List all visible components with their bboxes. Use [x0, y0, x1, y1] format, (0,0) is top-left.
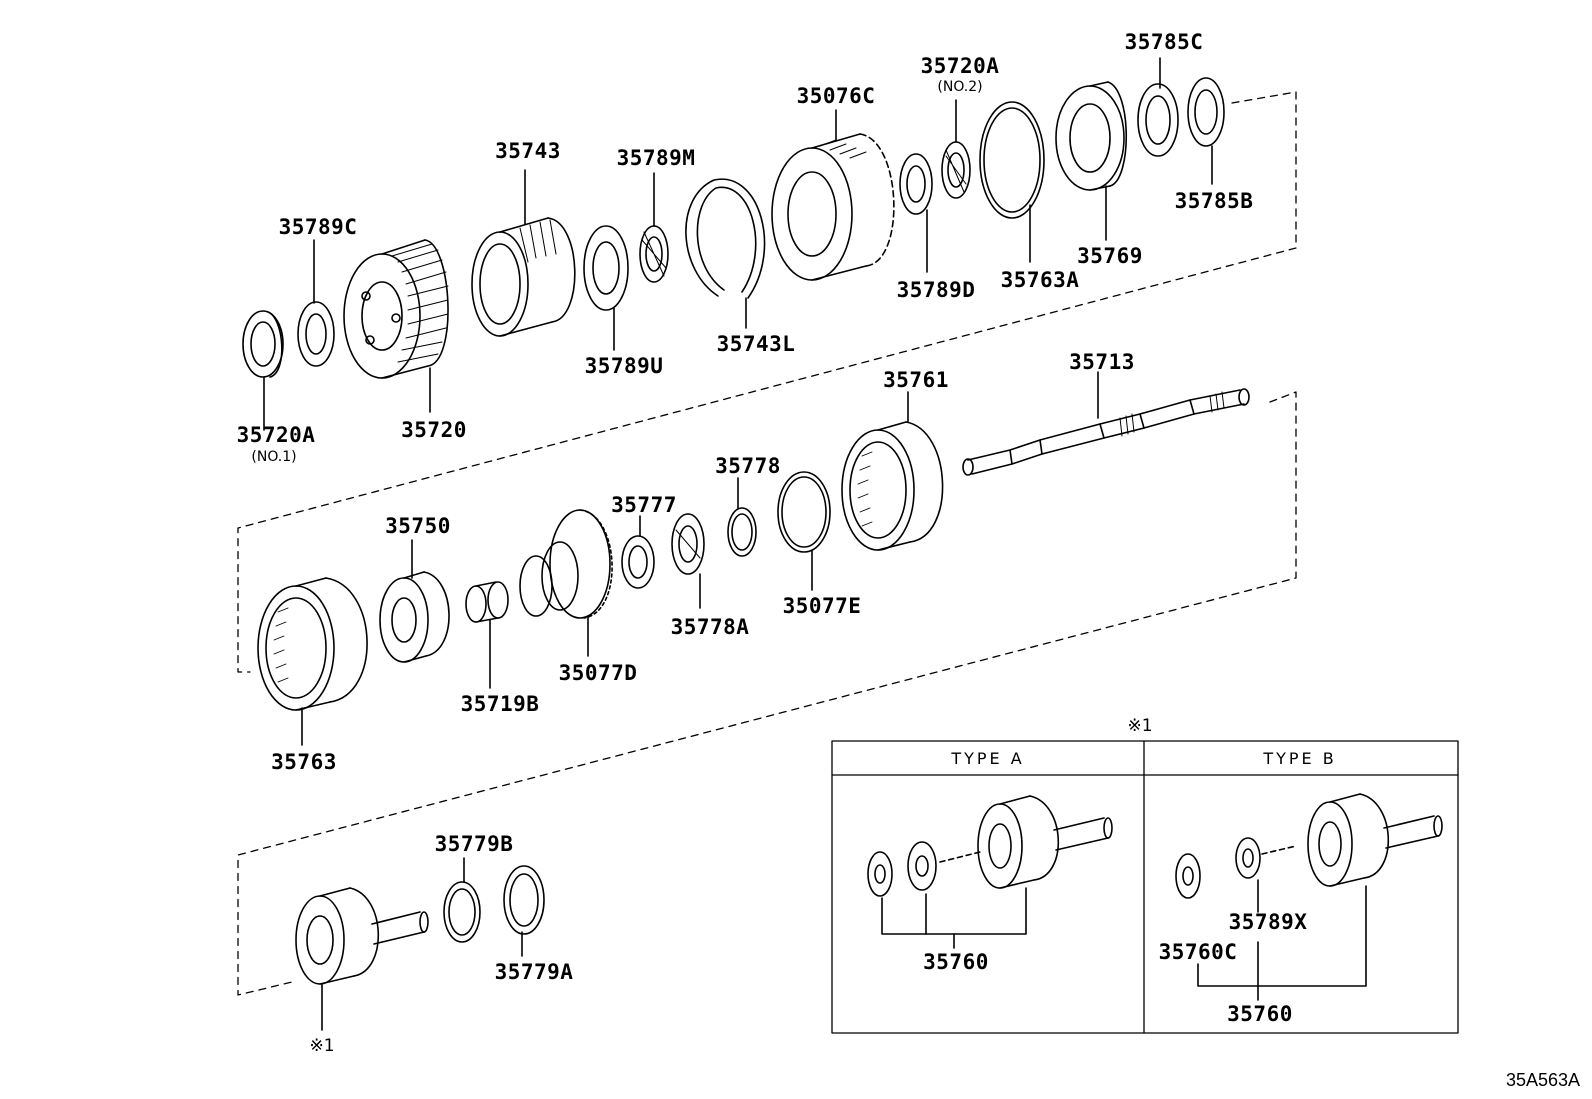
- type-b-parts: [1175, 793, 1443, 1001]
- part-35761: [841, 391, 944, 551]
- part-carrier-note1: [295, 887, 429, 1031]
- part-35789M: [639, 172, 669, 283]
- label-35777: 35777: [611, 493, 677, 517]
- inset-type-a-header: TYPE A: [951, 749, 1025, 768]
- footnote-mark: ※1: [309, 1036, 335, 1056]
- part-35720A-no2: [941, 99, 971, 199]
- part-35077D: [519, 509, 613, 657]
- label-35789C: 35789C: [278, 215, 358, 239]
- group-boundary-middle: [237, 391, 1297, 996]
- part-35713: [962, 371, 1250, 476]
- label-35719B: 35719B: [460, 692, 540, 716]
- label-35785B: 35785B: [1174, 189, 1254, 213]
- part-35785B: [1187, 77, 1225, 185]
- label-35743L: 35743L: [716, 332, 796, 356]
- label-35720A-no1: 35720A: [236, 423, 316, 447]
- label-35720: 35720: [401, 418, 467, 442]
- part-35750: [379, 539, 450, 663]
- label-35077E: 35077E: [782, 594, 862, 618]
- part-35789C: [297, 239, 335, 367]
- part-35743: [471, 169, 576, 337]
- label-35760C: 35760C: [1158, 940, 1238, 964]
- part-35785C: [1137, 57, 1179, 157]
- part-35720A-no1: [242, 310, 284, 431]
- diagram-code: 35A563A: [1506, 1070, 1581, 1090]
- label-35713: 35713: [1069, 350, 1135, 374]
- part-35779A: [503, 865, 545, 957]
- label-35720A-no2: 35720A: [920, 54, 1000, 78]
- label-35760-type-a: 35760: [923, 950, 989, 974]
- label-35789X: 35789X: [1228, 910, 1308, 934]
- part-35779B: [443, 857, 481, 943]
- part-35077E: [777, 471, 831, 591]
- part-35769: [1055, 81, 1128, 241]
- inset-note-mark: ※1: [1127, 716, 1153, 736]
- label-35761: 35761: [883, 368, 949, 392]
- label-35076C: 35076C: [796, 84, 876, 108]
- part-35789D: [899, 153, 933, 273]
- label-35743: 35743: [495, 139, 561, 163]
- label-35760-type-b: 35760: [1227, 1002, 1293, 1026]
- label-no1: (NO.1): [251, 449, 297, 465]
- label-35779A: 35779A: [494, 960, 574, 984]
- label-35779B: 35779B: [434, 832, 514, 856]
- part-35720: [343, 239, 449, 413]
- inset-type-b-header: TYPE B: [1263, 749, 1337, 768]
- label-35769: 35769: [1077, 244, 1143, 268]
- type-a-parts: [867, 795, 1113, 949]
- part-35763: [257, 577, 368, 746]
- part-35743L: [685, 178, 766, 329]
- label-35789D: 35789D: [896, 278, 976, 302]
- inset-box: [831, 740, 1459, 1034]
- label-no2: (NO.2): [937, 79, 983, 95]
- part-35778A: [671, 513, 705, 609]
- label-35763: 35763: [271, 750, 337, 774]
- label-35750: 35750: [385, 514, 451, 538]
- part-35789U: [583, 225, 629, 351]
- label-35789U: 35789U: [584, 354, 664, 378]
- part-35778: [727, 477, 757, 557]
- part-35076C: [771, 109, 895, 281]
- part-35763A: [979, 101, 1045, 263]
- part-35777: [621, 515, 655, 589]
- label-35778A: 35778A: [670, 615, 750, 639]
- label-35077D: 35077D: [558, 661, 638, 685]
- label-35778: 35778: [715, 454, 781, 478]
- label-35789M: 35789M: [616, 146, 696, 170]
- label-35763A: 35763A: [1000, 268, 1080, 292]
- label-35785C: 35785C: [1124, 30, 1204, 54]
- group-boundary-top: [237, 91, 1297, 673]
- part-35719B: [465, 581, 509, 689]
